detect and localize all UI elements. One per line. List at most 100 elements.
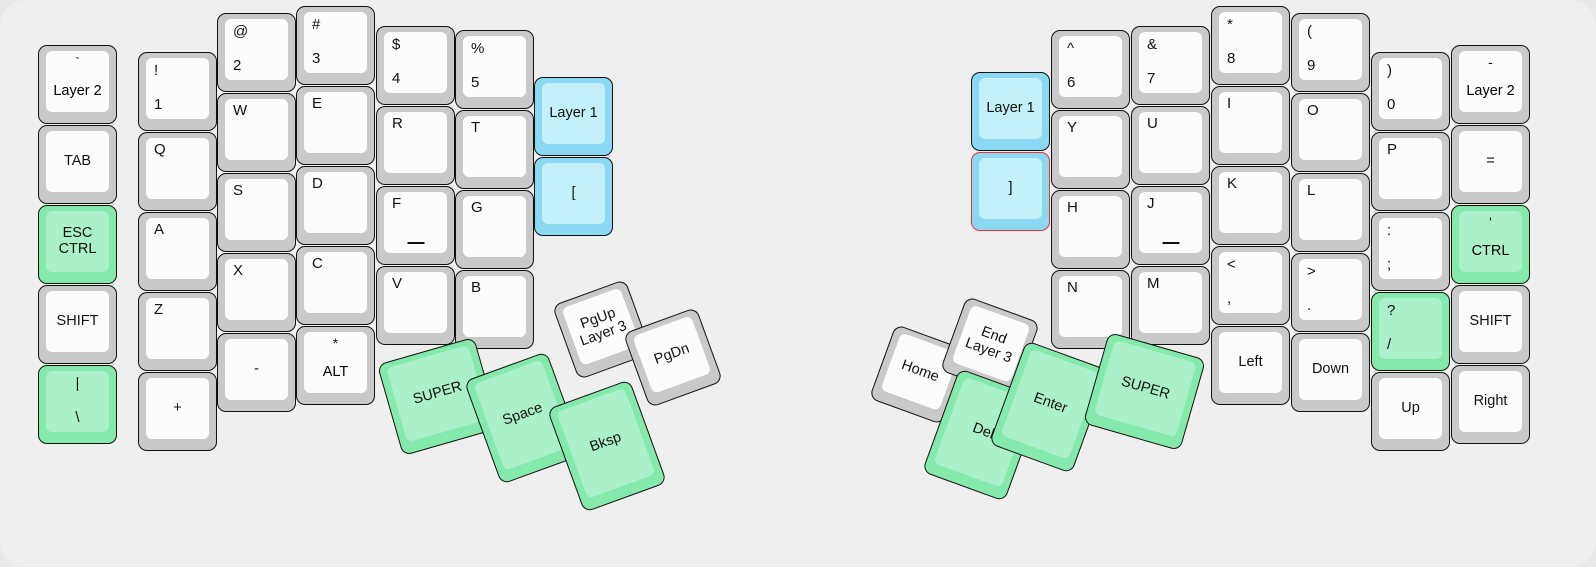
key-i[interactable]: I (1211, 86, 1290, 165)
keycap-layer1-left: Layer 1 (542, 83, 605, 144)
key-u[interactable]: U (1131, 106, 1210, 185)
key-amp-7[interactable]: &7 (1131, 26, 1210, 105)
legend-base-layer1-right: Layer 1 (986, 99, 1035, 116)
key-shift-right[interactable]: SHIFT (1451, 285, 1530, 364)
keycap-colon-semicolon: :; (1379, 218, 1442, 279)
key-lt-comma[interactable]: <, (1211, 246, 1290, 325)
legend-base-tab: TAB (63, 152, 92, 169)
key-n[interactable]: N (1051, 270, 1130, 349)
key-f[interactable]: F (376, 186, 455, 265)
key-layer1-right[interactable]: Layer 1 (971, 72, 1050, 151)
keycap-gt-period: >. (1299, 259, 1362, 320)
key-r[interactable]: R (376, 106, 455, 185)
legend-base-v: V (392, 275, 403, 292)
key-p[interactable]: P (1371, 132, 1450, 211)
legend-base-c: C (312, 255, 323, 272)
key-d[interactable]: D (296, 166, 375, 245)
keycap-percent-5: %5 (463, 36, 526, 97)
key-a[interactable]: A (138, 212, 217, 291)
key-m[interactable]: M (1131, 266, 1210, 345)
key-j[interactable]: J (1131, 186, 1210, 265)
key-k[interactable]: K (1211, 166, 1290, 245)
keycap-layer1-right: Layer 1 (979, 78, 1042, 139)
key-g[interactable]: G (455, 190, 534, 269)
key-gt-period[interactable]: >. (1291, 253, 1370, 332)
key-equal[interactable]: = (1451, 125, 1530, 204)
key-question-slash[interactable]: ?/ (1371, 292, 1450, 371)
key-layer1-left[interactable]: Layer 1 (534, 77, 613, 156)
key-h[interactable]: H (1051, 190, 1130, 269)
keycap-question-slash: ?/ (1379, 298, 1442, 359)
key-colon-semicolon[interactable]: :; (1371, 212, 1450, 291)
legend-base-layer1-left: Layer 1 (549, 104, 598, 121)
keycap-y: Y (1059, 116, 1122, 177)
key-x[interactable]: X (217, 253, 296, 332)
key-o[interactable]: O (1291, 93, 1370, 172)
keycap-paren-0: )0 (1379, 58, 1442, 119)
key-pipe-backslash[interactable]: |\ (38, 365, 117, 444)
key-bracket-right[interactable]: ] (971, 152, 1050, 231)
legend-base-bracket-right: ] (1008, 179, 1013, 196)
legend-base-amp-7: 7 (1147, 70, 1156, 88)
keycap-plus: + (146, 378, 209, 439)
key-up-arrow[interactable]: Up (1371, 372, 1450, 451)
key-c[interactable]: C (296, 246, 375, 325)
key-tab[interactable]: TAB (38, 125, 117, 204)
key-shift-left[interactable]: SHIFT (38, 285, 117, 364)
key-plus[interactable]: + (138, 372, 217, 451)
keycap-star-alt: *ALT (304, 332, 367, 393)
legend-base-d: D (312, 175, 323, 192)
key-b[interactable]: B (455, 270, 534, 349)
key-percent-5[interactable]: %5 (455, 30, 534, 109)
key-e[interactable]: E (296, 86, 375, 165)
legend-shifted-hash-3: # (312, 16, 321, 33)
legend-base-percent-5: 5 (471, 74, 480, 92)
key-s[interactable]: S (217, 173, 296, 252)
key-star-alt[interactable]: *ALT (296, 326, 375, 405)
key-caret-6[interactable]: ^6 (1051, 30, 1130, 109)
key-v[interactable]: V (376, 266, 455, 345)
keycap-bracket-right: ] (979, 158, 1042, 219)
legend-base-u: U (1147, 115, 1158, 132)
key-grave-layer2[interactable]: `Layer 2 (38, 45, 117, 124)
key-t[interactable]: T (455, 110, 534, 189)
key-y[interactable]: Y (1051, 110, 1130, 189)
legend-base-g: G (471, 199, 483, 216)
legend-base-plus: + (173, 399, 182, 416)
key-paren-9[interactable]: (9 (1291, 13, 1370, 92)
key-hash-3[interactable]: #3 (296, 6, 375, 85)
key-quote-ctrl[interactable]: 'CTRL (1451, 205, 1530, 284)
key-right-arrow[interactable]: Right (1451, 365, 1530, 444)
key-dollar-4[interactable]: $4 (376, 26, 455, 105)
keycap-bracket-left: [ (542, 163, 605, 224)
legend-shifted-colon-semicolon: : (1387, 222, 1392, 239)
key-z[interactable]: Z (138, 292, 217, 371)
legend-base-grave-layer2: Layer 2 (53, 82, 102, 99)
keycap-down-arrow: Down (1299, 339, 1362, 400)
key-bracket-left[interactable]: [ (534, 157, 613, 236)
keycap-k: K (1219, 172, 1282, 233)
key-left-arrow[interactable]: Left (1211, 326, 1290, 405)
keycap-left-arrow: Left (1219, 332, 1282, 393)
legend-base-a: A (154, 221, 165, 238)
key-w[interactable]: W (217, 93, 296, 172)
key-super-right[interactable]: SUPER (1082, 331, 1207, 452)
key-exclam-1[interactable]: !1 (138, 52, 217, 131)
key-l[interactable]: L (1291, 173, 1370, 252)
keycap-p: P (1379, 138, 1442, 199)
key-minus-layer2[interactable]: -Layer 2 (1451, 45, 1530, 124)
key-q[interactable]: Q (138, 132, 217, 211)
legend-base-y: Y (1067, 119, 1078, 136)
key-down-arrow[interactable]: Down (1291, 333, 1370, 412)
legend-base-at-2: 2 (233, 57, 242, 75)
key-star-8[interactable]: *8 (1211, 6, 1290, 85)
key-paren-0[interactable]: )0 (1371, 52, 1450, 131)
key-at-2[interactable]: @2 (217, 13, 296, 92)
keycap-g: G (463, 196, 526, 257)
key-minus[interactable]: - (217, 333, 296, 412)
keycap-u: U (1139, 112, 1202, 173)
legend-base-shift-left: SHIFT (56, 312, 99, 329)
keycap-tab: TAB (46, 131, 109, 192)
